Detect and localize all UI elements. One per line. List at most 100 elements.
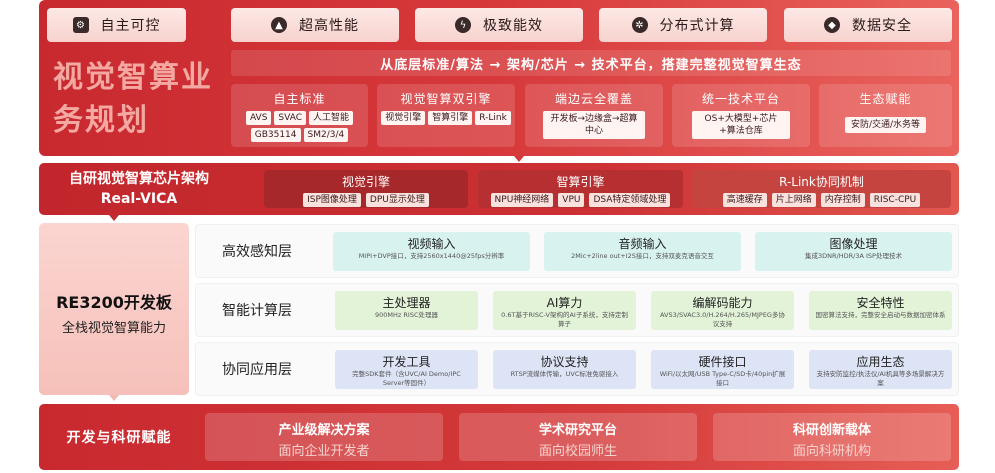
column-platform: 统一技术平台 OS+大模型+芯片+算法仓库 (672, 84, 810, 147)
rocket-icon: ▲ (271, 17, 287, 33)
card-title: 主处理器 (382, 296, 431, 310)
card-protocol: 协议支持 RTSP流媒体传输，UVC标准免驱接入 (493, 350, 636, 389)
chip: 人工智能 (309, 111, 354, 125)
card-desc: 900MHz RISC处理器 (375, 311, 438, 319)
card-hardware-interface: 硬件接口 WiFi/以太网/USB Type-C/SD卡/40pin扩展接口 (651, 350, 794, 389)
card-desc: 支持安防监控/执法仪/AI机具等多场景解决方案 (816, 370, 945, 387)
card-title: AI算力 (546, 296, 583, 310)
chip: SVAC (274, 111, 306, 125)
chip: RISC-CPU (869, 193, 921, 207)
card-title: 协议支持 (540, 355, 589, 369)
network-icon: ✲ (631, 17, 648, 33)
chip: VPU (558, 193, 585, 207)
card-app-ecosystem: 应用生态 支持安防监控/执法仪/AI机具等多场景解决方案 (809, 350, 952, 389)
chip: 片上网络 (771, 193, 816, 207)
card-audio-input: 音频输入 2Mic+2line out+I2S接口，支持双麦克语音交互 (544, 232, 741, 271)
pill-label: 分布式计算 (659, 18, 735, 34)
layer-perception: 高效感知层 视频输入 MIPI+DVP接口，支持2560x1440@25fps分… (195, 224, 959, 278)
architecture-title-line1: 自研视觉智算芯片架构 (69, 171, 209, 187)
chip: 安防/交通/水务等 (844, 117, 927, 133)
card-desc: 2Mic+2line out+I2S接口，支持双麦克语音交互 (571, 252, 714, 260)
column-title: 生态赋能 (859, 92, 912, 106)
card-title: 科研创新载体 (792, 423, 871, 438)
card-dev-tools: 开发工具 完整SDK套件（含UVC/AI Demo/IPC Server等固件） (335, 350, 478, 389)
card-desc: MIPI+DVP接口，支持2560x1440@25fps分辨率 (358, 252, 505, 260)
chip: DPU显示处理 (365, 193, 429, 207)
chip: 视觉引擎 (381, 111, 426, 125)
card-video-input: 视频输入 MIPI+DVP接口，支持2560x1440@25fps分辨率 (333, 232, 530, 271)
arrow-down (109, 395, 119, 401)
card-desc: 集成3DNR/HDR/3A ISP处理技术 (805, 252, 902, 260)
card-desc: 国密算法支持，完整安全启动与数据加密体系 (815, 311, 946, 319)
card-subtitle: 面向校园师生 (538, 444, 617, 459)
card-desc: 完整SDK套件（含UVC/AI Demo/IPC Server等固件） (352, 370, 461, 387)
architecture-title: 自研视觉智算芯片架构 Real-VICA (39, 169, 239, 209)
layer-application: 协同应用层 开发工具 完整SDK套件（含UVC/AI Demo/IPC Serv… (195, 342, 959, 396)
lightning-icon: ϟ (455, 17, 471, 33)
chip: 内存控制 (820, 193, 865, 207)
pill-label: 自主可控 (100, 18, 161, 34)
engine-title: 智算引擎 (556, 175, 605, 189)
chip: AVS (245, 111, 272, 125)
column-coverage: 端边云全覆盖 开发板→边缘盒→超算中心 (525, 84, 663, 147)
engine-rlink: R-Link协同机制 高速缓存 片上网络 内存控制 RISC-CPU (692, 170, 951, 208)
card-title: 开发工具 (382, 355, 431, 369)
card-title: 编解码能力 (692, 296, 753, 310)
chip: ISP图像处理 (303, 193, 361, 207)
arrow-down (109, 215, 119, 221)
tagline: 从底层标准/算法 → 架构/芯片 → 技术平台，搭建完整视觉智算生态 (231, 50, 951, 76)
pill-performance: ▲ 超高性能 (231, 8, 399, 42)
card-desc: 0.6T基于RISC-V架构的AI子系统，支持定制算子 (501, 311, 628, 328)
card-title: 产业级解决方案 (278, 423, 370, 438)
card-research: 科研创新载体 面向科研机构 (713, 413, 951, 461)
business-planning-panel: ⚙ 自主可控 ▲ 超高性能 ϟ 极致能效 ✲ 分布式计算 ◆ 数据安全 视觉智算… (39, 0, 959, 156)
pill-efficiency: ϟ 极致能效 (415, 8, 583, 42)
chip: 高速缓存 (722, 193, 767, 207)
card-title: 图像处理 (829, 237, 878, 251)
column-title: 端边云全覆盖 (554, 92, 633, 106)
pill-security: ◆ 数据安全 (784, 8, 952, 42)
layer-compute: 智能计算层 主处理器 900MHz RISC处理器 AI算力 0.6T基于RIS… (195, 283, 959, 337)
card-subtitle: 面向企业开发者 (278, 444, 370, 459)
engine-vision: 视觉引擎 ISP图像处理 DPU显示处理 (264, 170, 468, 208)
engine-compute: 智算引擎 NPU神经网络 VPU DSA特定领域处理 (478, 170, 683, 208)
card-industry: 产业级解决方案 面向企业开发者 (205, 413, 443, 461)
chip-icon: ⚙ (72, 17, 89, 33)
board-panel: RE3200开发板 全栈视觉智算能力 (39, 223, 189, 395)
chip: R-Link (475, 111, 511, 125)
architecture-title-line2: Real-VICA (100, 191, 178, 207)
board-subtitle: 全栈视觉智算能力 (61, 321, 166, 336)
pill-label: 极致能效 (483, 18, 543, 34)
column-title: 视觉智算双引擎 (400, 92, 492, 106)
architecture-strip: 自研视觉智算芯片架构 Real-VICA 视觉引擎 ISP图像处理 DPU显示处… (39, 163, 959, 215)
layer-title: 高效感知层 (222, 244, 292, 260)
card-image-processing: 图像处理 集成3DNR/HDR/3A ISP处理技术 (755, 232, 952, 271)
column-ecosystem: 生态赋能 安防/交通/水务等 (819, 84, 952, 147)
chip: GB35114 (250, 128, 301, 142)
column-title: 统一技术平台 (701, 92, 780, 106)
card-title: 应用生态 (856, 355, 905, 369)
card-ai-compute: AI算力 0.6T基于RISC-V架构的AI子系统，支持定制算子 (493, 291, 636, 330)
card-title: 视频输入 (407, 237, 456, 251)
card-codec: 编解码能力 AVS3/SVAC3.0/H.264/H.265/MJPEG多协议支… (651, 291, 794, 330)
board-title: RE3200开发板 (56, 293, 172, 312)
pill-label: 数据安全 (852, 18, 912, 34)
column-standards: 自主标准 AVS SVAC 人工智能 GB35114 SM2/3/4 (231, 84, 368, 147)
layer-title: 协同应用层 (222, 362, 292, 378)
chip: NPU神经网络 (490, 193, 554, 207)
card-academic: 学术研究平台 面向校园师生 (459, 413, 697, 461)
card-title: 硬件接口 (698, 355, 747, 369)
chip: SM2/3/4 (303, 128, 349, 142)
arrow-down (514, 156, 524, 162)
shield-icon: ◆ (824, 17, 840, 33)
pill-autonomy: ⚙ 自主可控 (47, 8, 186, 42)
enablement-title: 开发与科研赋能 (66, 430, 172, 446)
big-title: 视觉智算业务规划 (53, 60, 213, 138)
pill-label: 超高性能 (299, 18, 359, 34)
chip: OS+大模型+芯片+算法仓库 (692, 111, 790, 139)
layer-title: 智能计算层 (222, 303, 292, 319)
card-title: 音频输入 (618, 237, 667, 251)
pill-distributed: ✲ 分布式计算 (599, 8, 767, 42)
card-subtitle: 面向科研机构 (792, 444, 871, 459)
chip: 智算引擎 (428, 111, 473, 125)
